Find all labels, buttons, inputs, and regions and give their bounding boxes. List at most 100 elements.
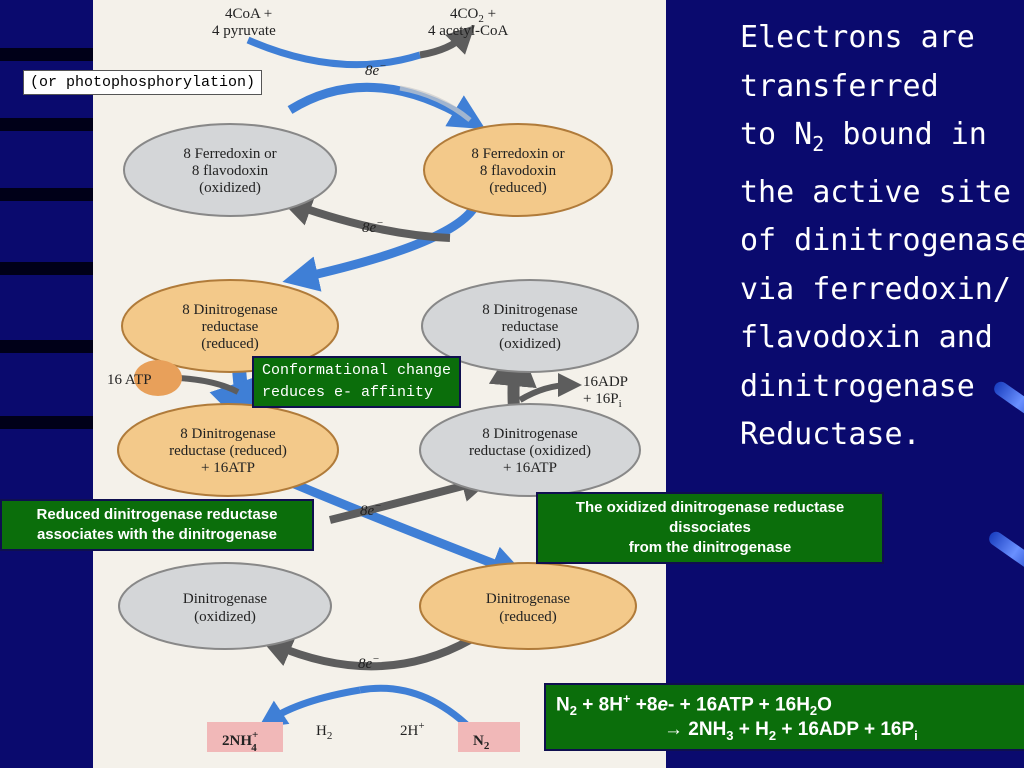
electron-arrow-4	[260, 636, 472, 671]
coa-label: 4CoA +	[225, 6, 272, 22]
associates-callout: Reduced dinitrogenase reductase associat…	[0, 499, 314, 551]
conformational-change-callout: Conformational change reduces e- affinit…	[252, 356, 462, 408]
electron-label-4: 8e−	[358, 653, 380, 672]
return-arrow-1	[399, 85, 472, 122]
dinitrogenase-oxidized-node	[118, 562, 332, 650]
electron-label-1: 8e−	[365, 60, 387, 79]
callout-line: associates with the dinitrogenase	[36, 526, 278, 543]
svg-text:(reduced): (reduced)	[499, 609, 556, 625]
oxidize-arrow-2	[279, 195, 451, 242]
dissociate-arrow	[329, 470, 494, 524]
explanation-line: via ferredoxin/	[740, 271, 1011, 307]
nitrogen-label: N2	[473, 733, 490, 752]
reductase-reduced-atp-node	[117, 403, 339, 497]
dinitrogenase-reduced-text: Dinitrogenase (reduced)	[486, 591, 570, 625]
ammonia-box	[207, 722, 283, 752]
svg-text:8 Dinitrogenase: 8 Dinitrogenase	[180, 426, 276, 442]
pyruvate-label: 4 pyruvate	[212, 23, 276, 39]
svg-text:(oxidized): (oxidized)	[499, 336, 561, 352]
atp-bubble	[134, 360, 182, 396]
callout-line: Conformational change	[262, 362, 452, 379]
n2-input-arrow	[359, 684, 473, 731]
svg-text:(reduced): (reduced)	[201, 336, 258, 352]
electron-label-3: 8e−	[360, 500, 382, 519]
adp-release-arrow	[518, 373, 582, 403]
svg-text:8 Ferredoxin or: 8 Ferredoxin or	[183, 146, 276, 162]
ferredoxin-reduced-node	[423, 123, 613, 217]
photophosphorylation-callout: (or photophosphorylation)	[23, 70, 263, 95]
svg-text:8 flavodoxin: 8 flavodoxin	[192, 163, 269, 179]
electron-arrow-3	[278, 473, 527, 581]
explanation-line: dinitrogenase	[740, 368, 975, 404]
protons-label: 2H+	[400, 720, 425, 739]
svg-text:reductase: reductase	[502, 319, 559, 335]
bg-stripe	[0, 188, 93, 201]
ferredoxin-reduced-text: 8 Ferredoxin or 8 flavodoxin (reduced)	[471, 146, 564, 196]
atp-label-16: 16 ATP	[107, 372, 152, 388]
svg-text:(oxidized): (oxidized)	[199, 180, 261, 196]
svg-text:Dinitrogenase: Dinitrogenase	[486, 591, 570, 607]
svg-text:+ 16ATP: + 16ATP	[503, 460, 557, 476]
explanation-line: flavodoxin and	[740, 320, 993, 355]
atp-flow-arrow	[177, 375, 240, 395]
ammonia-output-arrow	[258, 686, 361, 728]
ammonium-label: 2NH+4	[222, 729, 258, 754]
explanation-text: Electrons are transferred to N2 bound in…	[740, 14, 1024, 460]
svg-text:(oxidized): (oxidized)	[194, 609, 256, 625]
co2-label: 4CO2 +	[450, 6, 496, 25]
overall-reaction-equation: N2 + 8H+ +8e- + 16ATP + 16H2O → 2NH3 + H…	[544, 683, 1024, 751]
pyruvate-arrow	[246, 36, 422, 69]
dinitrogenase-reduced-node	[419, 562, 637, 650]
dissociates-callout: The oxidized dinitrogenase reductase dis…	[536, 492, 884, 564]
callout-line: reduces e- affinity	[262, 384, 434, 401]
electron-arrow-1	[287, 82, 486, 130]
explanation-line: the active site	[740, 174, 1011, 210]
bg-stripe	[0, 340, 93, 353]
reductase-oxidized-atp-node	[419, 403, 641, 497]
reductase-reduced-atp-text: 8 Dinitrogenase reductase (reduced) + 16…	[169, 426, 287, 476]
electron-label-2: 8e−	[362, 217, 384, 236]
adp-label: 16ADP	[583, 374, 628, 390]
bg-stripe	[0, 48, 93, 61]
explanation-line: Electrons are	[740, 20, 975, 55]
reductase-reduced-node	[121, 279, 339, 373]
reductase-oxidized-atp-text: 8 Dinitrogenase reductase (oxidized) + 1…	[469, 426, 591, 476]
svg-text:Dinitrogenase: Dinitrogenase	[183, 591, 267, 607]
ferredoxin-oxidized-node	[123, 123, 337, 217]
bg-stripe	[0, 262, 93, 275]
callout-line: from the dinitrogenase	[628, 539, 792, 556]
n2-box	[458, 722, 520, 752]
reaction-arrow: →	[664, 719, 683, 740]
callout-line: Reduced dinitrogenase reductase	[36, 506, 278, 523]
svg-text:reductase (oxidized): reductase (oxidized)	[469, 443, 591, 459]
reductase-oxidized-text: 8 Dinitrogenase reductase (oxidized)	[482, 302, 578, 352]
electron-arrow-2	[282, 196, 483, 292]
explanation-line: Reductase.	[740, 417, 921, 452]
bg-stripe	[0, 416, 93, 429]
reductase-reduced-text: 8 Dinitrogenase reductase (reduced)	[182, 302, 278, 352]
reductase-oxidized-node	[421, 279, 639, 373]
svg-text:8 Dinitrogenase: 8 Dinitrogenase	[482, 426, 578, 442]
acetylcoa-label: 4 acetyl-CoA	[428, 23, 509, 39]
hydrogen-label: H2	[316, 723, 332, 742]
svg-text:reductase: reductase	[202, 319, 259, 335]
bg-stripe	[0, 118, 93, 131]
explanation-line: transferred	[740, 68, 939, 104]
pi-label: + 16Pi	[583, 391, 622, 410]
svg-text:reductase (reduced): reductase (reduced)	[169, 443, 287, 459]
svg-text:(reduced): (reduced)	[489, 180, 546, 196]
callout-line: dissociates	[669, 519, 751, 536]
svg-text:8 Ferredoxin or: 8 Ferredoxin or	[471, 146, 564, 162]
explanation-line: to N2 bound in	[740, 117, 987, 156]
svg-text:+ 16ATP: + 16ATP	[201, 460, 255, 476]
dinitrogenase-oxidized-text: Dinitrogenase (oxidized)	[183, 591, 267, 625]
acetylcoa-arrow	[419, 25, 475, 59]
ferredoxin-oxidized-text: 8 Ferredoxin or 8 flavodoxin (oxidized)	[183, 146, 276, 196]
svg-text:8 Dinitrogenase: 8 Dinitrogenase	[482, 302, 578, 318]
callout-line: The oxidized dinitrogenase reductase	[575, 499, 845, 516]
equation-products: → 2NH3 + H2 + 16ADP + 16Pi	[664, 719, 918, 743]
svg-text:8 flavodoxin: 8 flavodoxin	[480, 163, 557, 179]
svg-text:8 Dinitrogenase: 8 Dinitrogenase	[182, 302, 278, 318]
explanation-line: of dinitrogenase	[740, 223, 1024, 258]
